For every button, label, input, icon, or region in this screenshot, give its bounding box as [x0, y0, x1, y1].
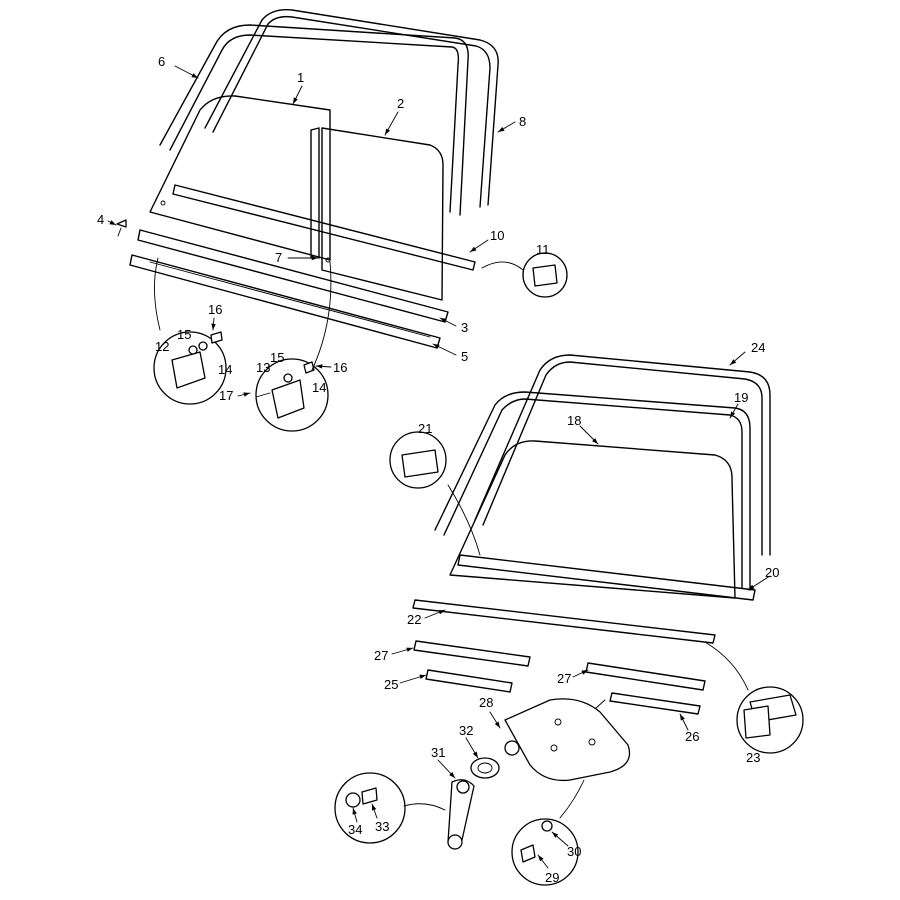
callout-1: 1 — [297, 70, 304, 85]
knob-inset-33-34 — [334, 772, 446, 844]
strip-22 — [412, 599, 716, 644]
callout-22: 22 — [407, 612, 421, 627]
callout-33: 33 — [375, 819, 389, 834]
callout-29: 29 — [545, 870, 559, 885]
callout-4: 4 — [97, 212, 104, 227]
callout-14b: 14 — [312, 380, 326, 395]
callout-20: 20 — [765, 565, 779, 580]
rear-seal-8 — [204, 9, 499, 208]
callout-10: 10 — [490, 228, 504, 243]
front-door-glass-assembly — [129, 9, 499, 349]
glass-18 — [449, 440, 736, 599]
screw-inset-29-30 — [511, 818, 579, 886]
callout-labels: 1 2 3 4 5 6 7 8 10 11 12 13 14 14 15 15 … — [97, 54, 779, 885]
callout-11: 11 — [536, 242, 550, 257]
callout-24: 24 — [751, 340, 765, 355]
callout-25: 25 — [384, 677, 398, 692]
callout-15b: 15 — [270, 350, 284, 365]
rear-glass-assembly — [412, 354, 771, 644]
callout-leaders — [107, 65, 771, 869]
callout-26: 26 — [685, 729, 699, 744]
callout-28: 28 — [479, 695, 493, 710]
callout-8: 8 — [519, 114, 526, 129]
seal-19 — [434, 391, 751, 591]
callout-7: 7 — [275, 250, 282, 265]
strips-25-26-27 — [413, 640, 706, 715]
regulator-bracket-inset-12 — [153, 257, 227, 405]
callout-32: 32 — [459, 723, 473, 738]
clip-21-inset — [389, 431, 481, 556]
callout-5: 5 — [461, 349, 468, 364]
clip-23-inset — [704, 641, 804, 754]
handle-31 — [447, 779, 475, 850]
callout-18: 18 — [567, 413, 581, 428]
callout-31: 31 — [431, 745, 445, 760]
regulator-28 — [504, 698, 631, 819]
regulator-bracket-inset-13 — [255, 261, 332, 432]
callout-30: 30 — [567, 844, 581, 859]
callout-12: 12 — [155, 339, 169, 354]
bush-32 — [470, 757, 500, 779]
channel-frame-6 — [159, 24, 469, 216]
callout-21: 21 — [418, 421, 432, 436]
clip-11-inset — [481, 252, 568, 298]
glass-pane-1 — [149, 95, 331, 261]
callout-6: 6 — [158, 54, 165, 69]
callout-19: 19 — [734, 390, 748, 405]
callout-14a: 14 — [218, 362, 232, 377]
seal-24 — [474, 354, 771, 556]
glass-pane-2 — [321, 127, 444, 301]
callout-27b: 27 — [557, 671, 571, 686]
divider-channel-7 — [310, 127, 320, 259]
screw-4 — [116, 219, 127, 237]
bush-15-16 — [198, 331, 223, 351]
callout-34: 34 — [348, 822, 362, 837]
channel-20 — [457, 554, 756, 601]
callout-27a: 27 — [374, 648, 388, 663]
callout-23: 23 — [746, 750, 760, 765]
callout-16b: 16 — [333, 360, 347, 375]
callout-17: 17 — [219, 388, 233, 403]
lower-channel-10 — [172, 184, 476, 271]
callout-16a: 16 — [208, 302, 222, 317]
callout-13: 13 — [256, 360, 270, 375]
callout-3: 3 — [461, 320, 468, 335]
callout-15a: 15 — [177, 327, 191, 342]
callout-2: 2 — [397, 96, 404, 111]
